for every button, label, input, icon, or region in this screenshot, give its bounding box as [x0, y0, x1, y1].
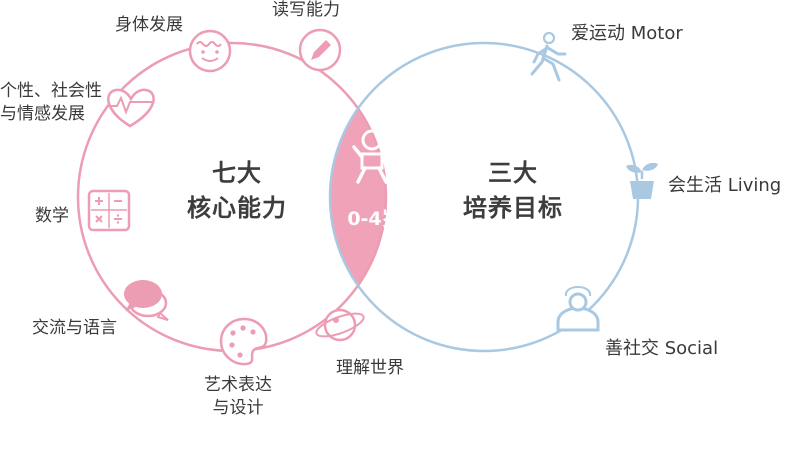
palette-icon	[219, 317, 268, 366]
right-title-line2: 培养目标	[463, 193, 563, 222]
ability-label-literacy: 读写能力	[272, 0, 340, 20]
person-bust-icon	[556, 286, 600, 332]
plant-pot-icon	[626, 162, 658, 199]
walking-person-icon	[530, 31, 567, 82]
ability-label-world: 理解世界	[336, 358, 404, 378]
planet-icon	[315, 308, 365, 342]
goal-label-living: 会生活 Living	[668, 175, 782, 196]
ability-label-body-development: 身体发展	[115, 15, 183, 35]
right-circle-title: 三大 培养目标	[448, 156, 578, 226]
ability-label-art-line2: 与设计	[212, 397, 264, 418]
pencil-icon	[298, 28, 342, 72]
ability-label-art-line1: 艺术表达	[204, 375, 272, 395]
ability-label-personal-social-line2: 与情感发展	[0, 103, 85, 124]
goal-label-motor: 爱运动 Motor	[571, 23, 683, 44]
ability-label-art: 艺术表达 与设计	[198, 374, 278, 420]
wave-face-icon	[188, 29, 232, 73]
left-title-line2: 核心能力	[187, 193, 287, 222]
baby-icon	[352, 129, 392, 184]
age-range-label: 0-4岁	[347, 208, 401, 230]
ability-label-communication: 交流与语言	[32, 318, 117, 338]
speech-bubbles-icon	[124, 280, 169, 321]
calculator-icon	[87, 189, 131, 232]
ability-label-math: 数学	[35, 206, 69, 226]
ability-label-personal-social: 个性、社会性 与情感发展	[0, 80, 102, 126]
goal-label-social: 善社交 Social	[605, 338, 719, 359]
ability-label-personal-social-line1: 个性、社会性	[0, 81, 102, 101]
left-title-line1: 七大	[212, 159, 262, 187]
heartbeat-icon	[107, 88, 155, 128]
left-circle-title: 七大 核心能力	[172, 156, 302, 226]
right-title-line1: 三大	[488, 159, 538, 187]
